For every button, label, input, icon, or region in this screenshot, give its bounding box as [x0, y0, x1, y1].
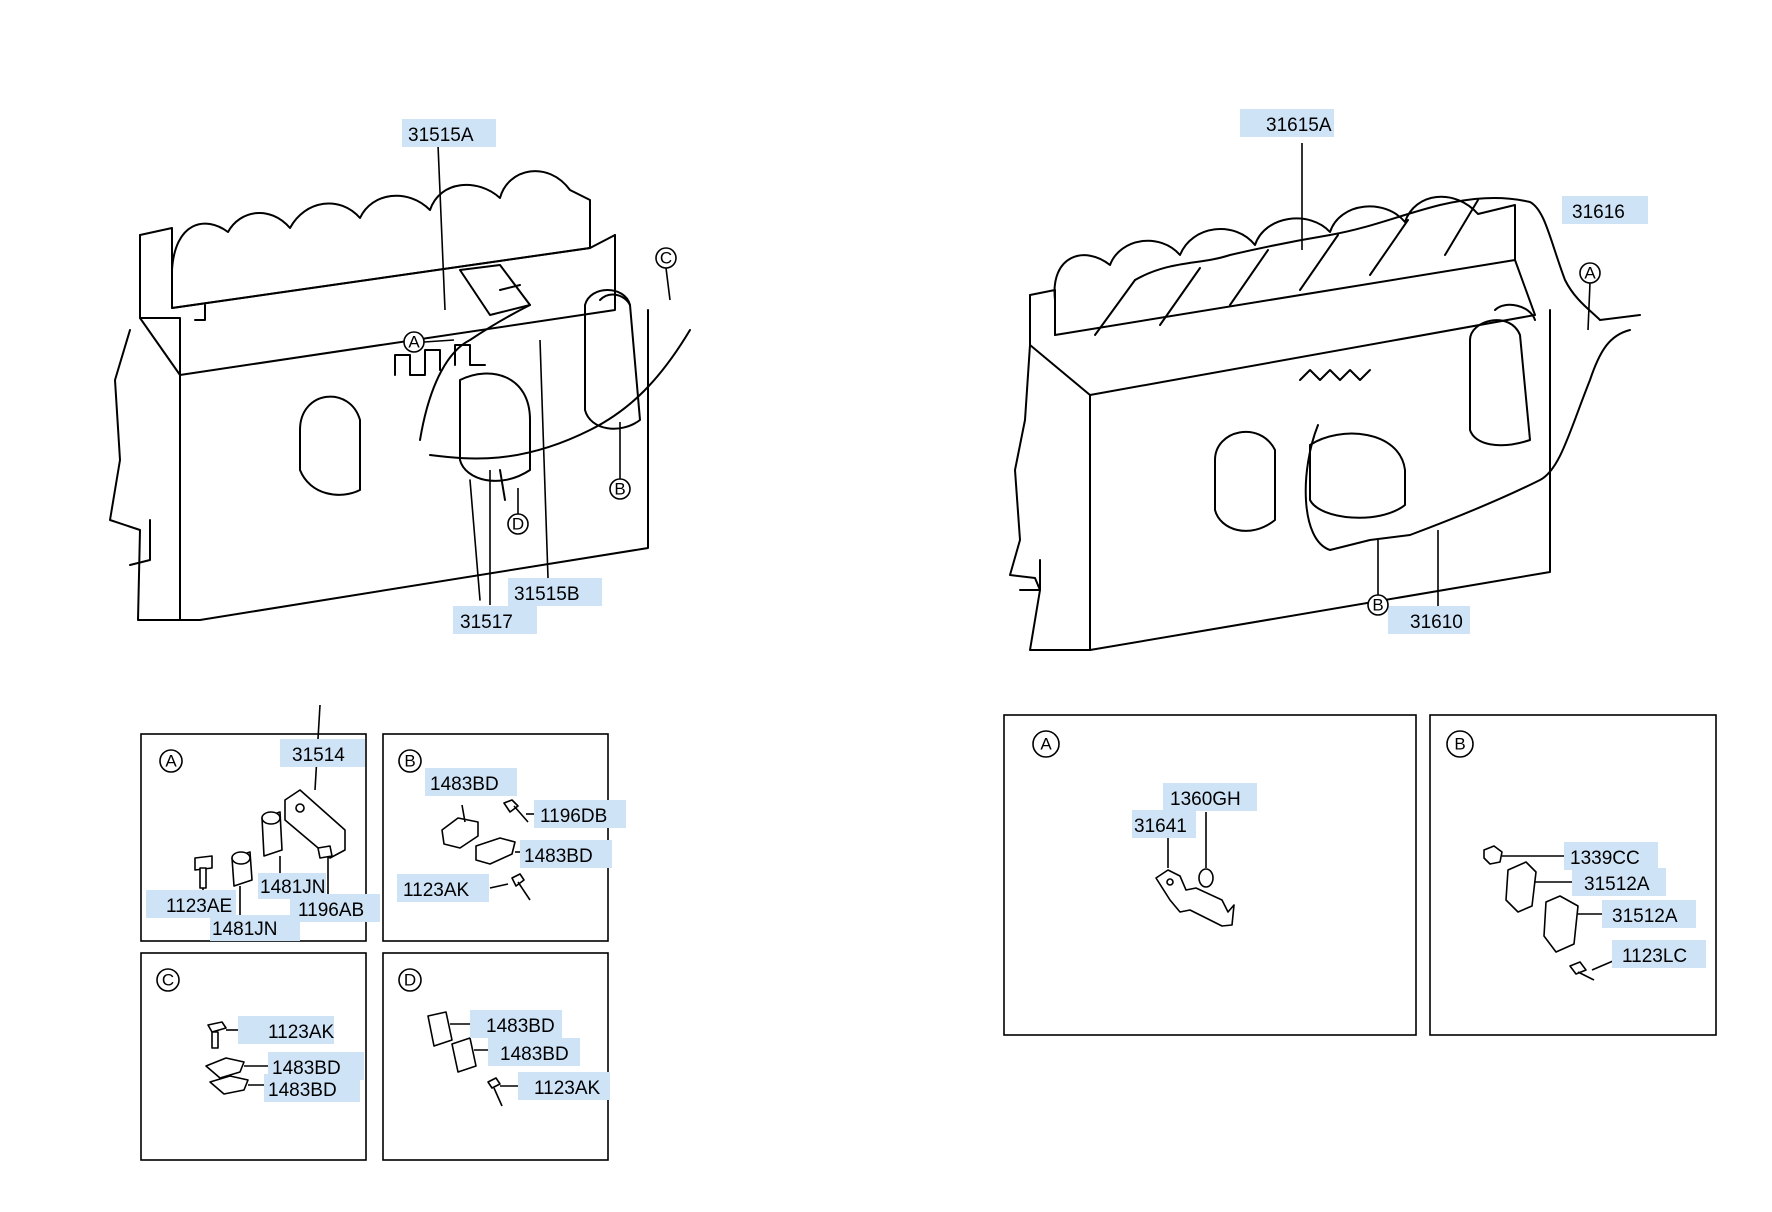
svg-text:31610: 31610 [1410, 612, 1463, 633]
svg-text:C: C [660, 249, 672, 268]
label-31615A: 31615A [1240, 109, 1334, 137]
svg-text:1483BD: 1483BD [524, 846, 593, 867]
svg-text:1483BD: 1483BD [268, 1080, 337, 1101]
callout-B-left: B [609, 478, 631, 500]
svg-text:31515B: 31515B [514, 584, 580, 605]
label-31515B: 31515B [508, 578, 602, 606]
svg-text:B: B [1372, 596, 1383, 615]
clamp-31512A-a [1505, 861, 1537, 913]
svg-text:D: D [404, 971, 416, 990]
left-view-leaders [423, 144, 671, 605]
svg-text:B: B [1454, 735, 1465, 754]
label-31616: 31616 [1562, 196, 1648, 224]
svg-text:31515A: 31515A [408, 125, 474, 146]
bracket-31514 [284, 789, 346, 859]
svg-text:31517: 31517 [460, 612, 513, 633]
svg-text:1483BD: 1483BD [486, 1016, 555, 1037]
clamp-1483BD-d-lower [451, 1037, 477, 1073]
svg-text:1481JN: 1481JN [260, 877, 326, 898]
svg-text:31616: 31616 [1572, 202, 1625, 223]
callout-C-left: C [655, 247, 677, 269]
washer-1360GH [1198, 868, 1214, 888]
clamp-1483BD-upper [441, 817, 479, 849]
clamp-1483BD-c-upper [205, 1057, 245, 1079]
svg-text:1481JN: 1481JN [212, 919, 278, 940]
detail-box-right-A: A 1360GH 31641 [1003, 714, 1417, 1036]
svg-text:1123AK: 1123AK [403, 880, 470, 901]
svg-text:1123AK: 1123AK [534, 1078, 601, 1099]
svg-text:31514: 31514 [292, 745, 345, 766]
screw-1196DB [503, 799, 519, 813]
svg-text:A: A [1584, 264, 1596, 283]
detail-box-right-B: B 1339CC 31512A 31512A 1123LC [1429, 714, 1717, 1036]
callout-D-left: D [507, 513, 529, 535]
clamp-1483BD-d-upper [427, 1011, 453, 1047]
svg-text:1123AK: 1123AK [268, 1022, 335, 1043]
bolt-1123AK-c [207, 1021, 227, 1033]
svg-text:B: B [404, 752, 415, 771]
bracket-31641 [1155, 869, 1235, 927]
svg-text:31641: 31641 [1134, 816, 1187, 837]
svg-text:31615A: 31615A [1266, 115, 1332, 136]
detail-box-left-D: D 1483BD 1483BD 1123AK [382, 952, 610, 1161]
svg-text:B: B [614, 480, 625, 499]
left-engine-drawing [109, 170, 691, 621]
label-31610: 31610 [1388, 606, 1470, 634]
callout-B-right: B [1367, 594, 1389, 616]
svg-text:1196AB: 1196AB [298, 900, 364, 921]
clamp-31512A-b [1543, 895, 1579, 953]
svg-text:C: C [162, 971, 174, 990]
clamp-1483BD-lower [475, 837, 516, 865]
clamp-1483BD-c-lower [209, 1075, 249, 1095]
svg-text:1483BD: 1483BD [500, 1044, 569, 1065]
bolt-1123AE [194, 855, 213, 871]
detail-box-left-C: C 1123AK 1483BD 1483BD [140, 952, 367, 1161]
svg-text:1360GH: 1360GH [1170, 789, 1241, 810]
detail-box-left-B: B 1483BD 1196DB 1483BD 1123AK [382, 733, 626, 942]
svg-text:A: A [165, 752, 177, 771]
bolt-1123LC [1569, 961, 1587, 975]
svg-text:31512A: 31512A [1612, 906, 1678, 927]
svg-text:D: D [512, 515, 524, 534]
right-engine-drawing [1009, 195, 1641, 651]
nut-1339CC [1483, 845, 1503, 865]
bolt-1196AB [317, 845, 333, 859]
svg-text:1483BD: 1483BD [272, 1058, 341, 1079]
svg-text:1123LC: 1123LC [1622, 946, 1687, 967]
bolt-1123AK-d [487, 1077, 501, 1089]
svg-text:A: A [408, 333, 420, 352]
svg-text:A: A [1040, 735, 1052, 754]
callout-A-left: A [403, 331, 425, 353]
svg-text:1123AE: 1123AE [166, 896, 232, 917]
svg-text:1339CC: 1339CC [1570, 848, 1640, 869]
svg-text:1483BD: 1483BD [430, 774, 499, 795]
label-31515A: 31515A [402, 119, 496, 147]
bolt-1123AK [511, 873, 525, 887]
detail-box-left-A: A 31514 1481JN 1123AE 1481JN 1196AB [140, 704, 380, 942]
label-31517: 31517 [453, 606, 537, 634]
svg-text:31512A: 31512A [1584, 874, 1650, 895]
svg-text:1196DB: 1196DB [540, 806, 607, 827]
callout-A-right: A [1579, 262, 1601, 284]
